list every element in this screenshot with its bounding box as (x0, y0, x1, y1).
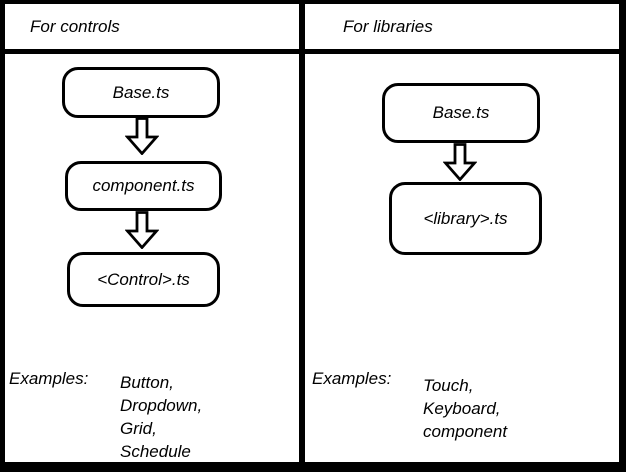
left-panel-title: For controls (30, 17, 120, 36)
flow-node-label: <library>.ts (423, 208, 508, 228)
example-item: Touch, (423, 376, 474, 395)
down-arrow-icon (125, 117, 159, 155)
examples-list: Touch, Keyboard, component (423, 374, 507, 443)
example-item: Keyboard, (423, 399, 501, 418)
flow-node-control: <Control>.ts (67, 252, 220, 307)
right-panel-title: For libraries (343, 17, 433, 36)
example-item: Dropdown, (120, 396, 203, 415)
left-panel-body: Base.ts component.ts <Control>.ts Exampl… (5, 54, 299, 462)
flow-node-library: <library>.ts (389, 182, 542, 255)
flow-node-label: Base.ts (112, 82, 170, 102)
down-arrow-icon (443, 143, 477, 181)
down-arrow-icon (125, 211, 159, 249)
flow-node-base-libraries: Base.ts (382, 83, 540, 143)
right-panel-body: Base.ts <library>.ts Examples: Touch, Ke… (305, 54, 619, 462)
flow-node-base-controls: Base.ts (62, 67, 220, 118)
right-panel-header: For libraries (305, 4, 619, 49)
example-item: Schedule (120, 442, 191, 461)
flow-node-label: <Control>.ts (97, 269, 190, 289)
examples-label: Examples: (9, 369, 89, 388)
example-item: Grid, (120, 419, 157, 438)
flow-node-component: component.ts (65, 161, 222, 211)
flow-node-label: Base.ts (432, 103, 490, 122)
left-panel-header: For controls (5, 4, 299, 49)
examples-list: Button, Dropdown, Grid, Schedule (120, 371, 202, 463)
flow-node-label: component.ts (92, 176, 195, 195)
examples-label: Examples: (312, 369, 392, 388)
example-item: Button, (120, 373, 174, 392)
example-item: component (423, 422, 508, 441)
